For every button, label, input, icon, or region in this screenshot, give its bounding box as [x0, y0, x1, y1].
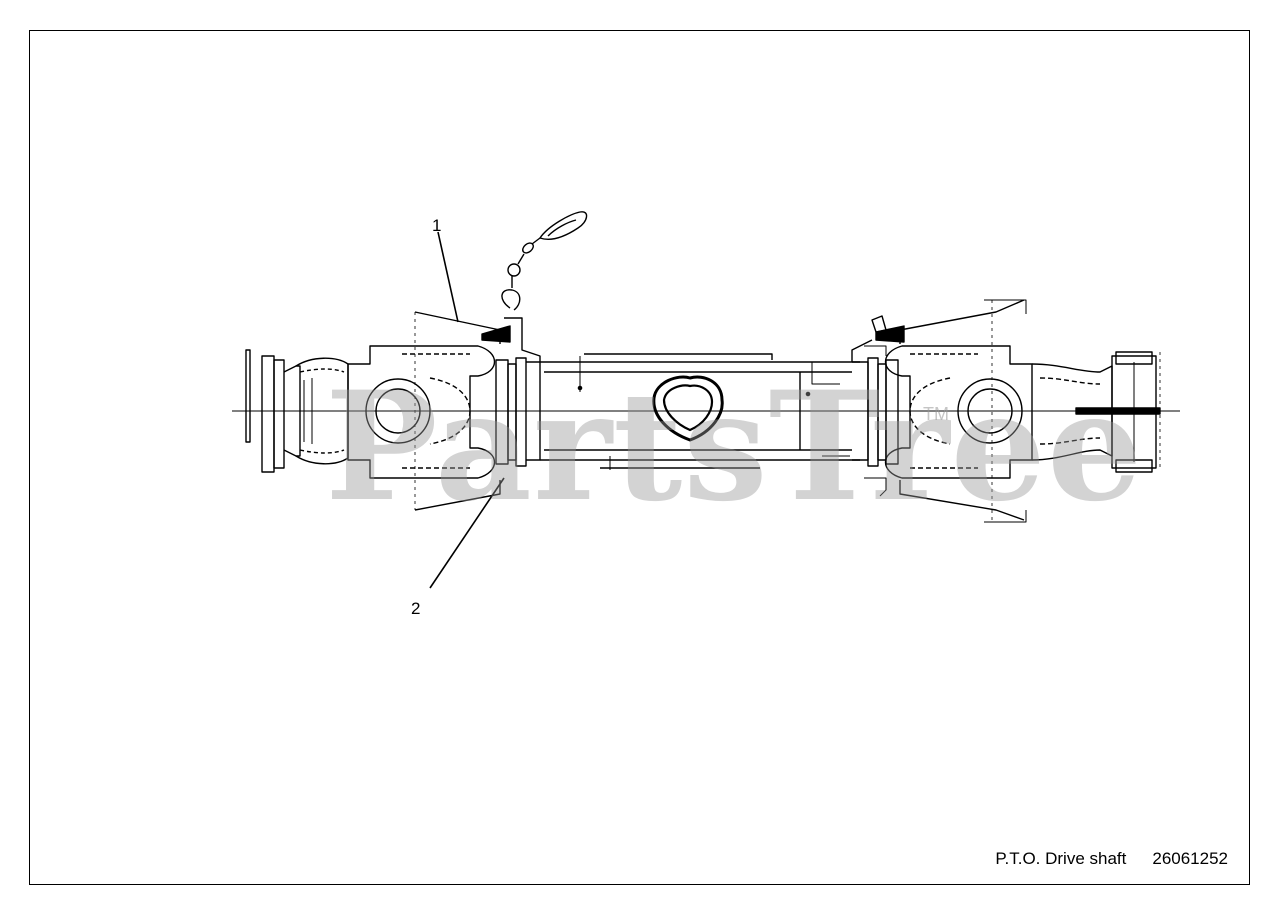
watermark-trademark: TM	[923, 404, 949, 424]
leader-line-2	[429, 477, 505, 589]
right-yoke	[885, 345, 1033, 479]
right-end-yoke	[1031, 351, 1161, 473]
right-guard-bell	[851, 299, 1027, 523]
callout-label-1: 1	[432, 216, 442, 235]
leader-line-1	[437, 231, 459, 323]
watermark: PartsTree	[325, 359, 1144, 535]
left-yoke	[347, 345, 495, 479]
callout-label-2: 2	[411, 599, 421, 618]
diagram-frame	[29, 30, 1250, 885]
caption-title: P.T.O. Drive shaft	[995, 849, 1127, 868]
diagram-caption: P.T.O. Drive shaft 26061252	[995, 849, 1228, 869]
caption-part-number: 26061252	[1152, 849, 1228, 868]
safety-chain	[481, 211, 588, 362]
center-tube	[540, 353, 860, 470]
left-coupler	[245, 349, 349, 473]
